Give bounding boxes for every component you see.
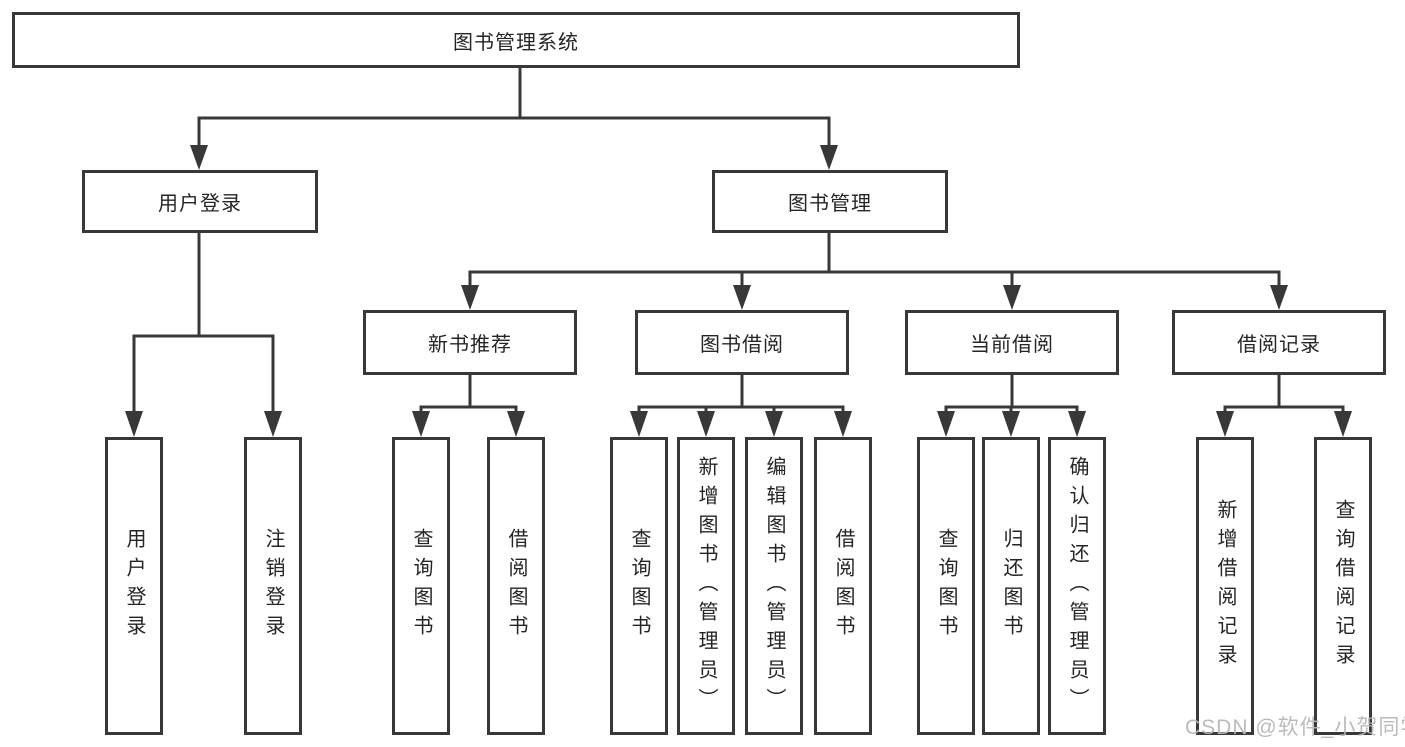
node-leaf-logout: 注销登录 — [244, 437, 302, 735]
node-leaf-add-borrow-record: 新增借阅记录 — [1196, 437, 1254, 735]
node-leaf-borrow-books-1: 借阅图书 — [487, 437, 545, 735]
node-root-system: 图书管理系统 — [12, 12, 1020, 68]
node-module-borrow-records: 借阅记录 — [1172, 310, 1386, 375]
node-leaf-query-books-3: 查询图书 — [917, 437, 975, 735]
node-leaf-query-books-1: 查询图书 — [392, 437, 450, 735]
csdn-watermark: CSDN @软件_小贺同学 — [1185, 716, 1405, 739]
node-module-current-borrow: 当前借阅 — [905, 310, 1119, 375]
node-book-management: 图书管理 — [712, 170, 948, 233]
node-module-book-borrow: 图书借阅 — [635, 310, 849, 375]
node-leaf-borrow-books-2: 借阅图书 — [814, 437, 872, 735]
node-leaf-return-books: 归还图书 — [982, 437, 1040, 735]
node-module-new-books: 新书推荐 — [363, 310, 577, 375]
node-leaf-user-login: 用户登录 — [105, 437, 163, 735]
node-leaf-add-book-admin: 新增图书（管理员） — [677, 437, 735, 735]
node-leaf-query-borrow-record: 查询借阅记录 — [1314, 437, 1372, 735]
node-leaf-confirm-return-admin: 确认归还（管理员） — [1048, 437, 1106, 735]
node-user-login: 用户登录 — [82, 170, 318, 233]
node-leaf-query-books-2: 查询图书 — [610, 437, 668, 735]
node-leaf-edit-book-admin: 编辑图书（管理员） — [745, 437, 803, 735]
